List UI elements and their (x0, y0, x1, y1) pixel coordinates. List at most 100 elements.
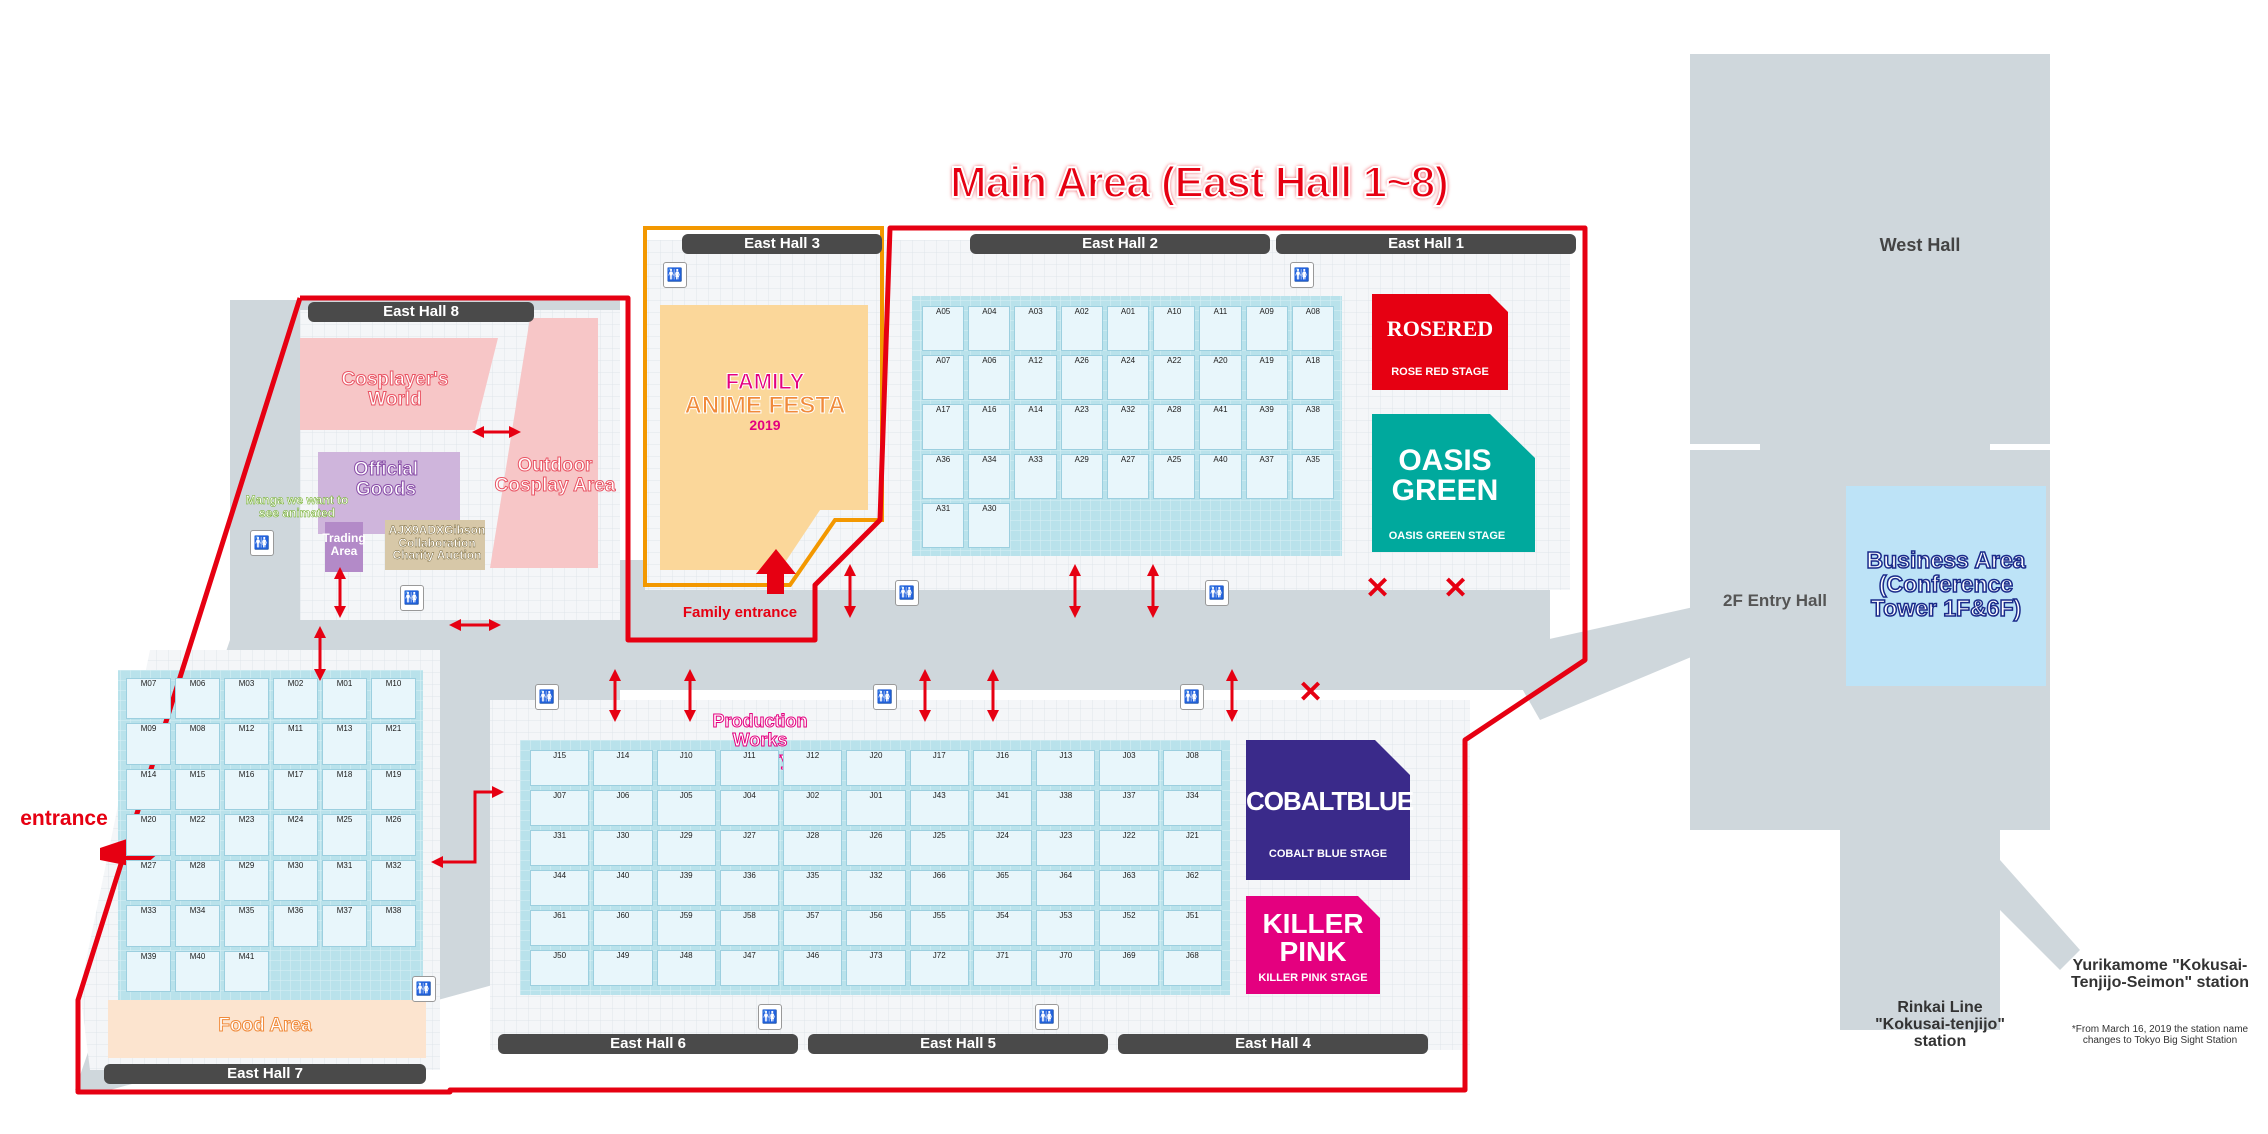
restroom-icon: 🚻 (400, 585, 424, 611)
booth-j57: J57 (783, 910, 843, 946)
booth-j72: J72 (909, 950, 969, 986)
restroom-icon: 🚻 (758, 1004, 782, 1030)
west-hall-label: West Hall (1879, 235, 1961, 255)
booth-a20: A20 (1199, 355, 1242, 401)
rose-red-logo: ROSERED (1386, 316, 1494, 341)
booth-j22: J22 (1099, 830, 1159, 866)
booth-j37: J37 (1099, 790, 1159, 826)
booth-m09: M09 (126, 723, 171, 765)
booth-m35: M35 (224, 905, 269, 947)
booth-j12: J12 (783, 750, 843, 786)
rinkai-station-label: Rinkai Line "Kokusai-tenjijo" station (1875, 999, 2005, 1050)
booth-a35: A35 (1291, 453, 1334, 499)
booth-a36: A36 (922, 453, 965, 499)
booth-m23: M23 (224, 814, 269, 856)
booth-m39: M39 (126, 950, 171, 992)
booth-j05: J05 (656, 790, 716, 826)
booth-j54: J54 (972, 910, 1033, 946)
booth-j70: J70 (1036, 950, 1096, 986)
booth-j60: J60 (593, 910, 653, 946)
booth-a09: A09 (1245, 306, 1288, 352)
food-area-label: Food Area (218, 1015, 312, 1036)
rose-red-caption: ROSE RED STAGE (1391, 366, 1489, 378)
booth-m08: M08 (175, 723, 220, 765)
booth-j24: J24 (972, 830, 1033, 866)
restroom-icon: 🚻 (412, 976, 436, 1002)
booth-m06: M06 (175, 678, 220, 720)
restroom-icon: 🚻 (250, 530, 274, 556)
hall-label-7: East Hall 7 (104, 1064, 426, 1084)
booth-m38: M38 (371, 905, 416, 947)
booth-j27: J27 (719, 830, 780, 866)
booth-j36: J36 (719, 870, 780, 906)
booth-j50: J50 (530, 950, 590, 986)
outdoor-cosplay-label: Outdoor Cosplay Area (494, 455, 616, 496)
killer-pink-caption: KILLER PINK STAGE (1258, 972, 1368, 984)
booth-m10: M10 (371, 678, 416, 720)
booth-j26: J26 (846, 830, 906, 866)
booth-a03: A03 (1014, 306, 1057, 352)
business-area (1846, 486, 2046, 686)
outdoor-cosplay-zone (490, 318, 598, 568)
booth-m32: M32 (371, 859, 416, 902)
booth-j17: J17 (909, 750, 969, 786)
booth-a34: A34 (968, 453, 1011, 499)
booth-m16: M16 (224, 768, 269, 811)
booth-j53: J53 (1036, 910, 1096, 946)
booth-a29: A29 (1060, 453, 1103, 499)
booth-j59: J59 (656, 910, 716, 946)
booth-m01: M01 (322, 678, 367, 720)
booth-a19: A19 (1245, 355, 1288, 401)
booth-m26: M26 (371, 814, 416, 856)
booth-j30: J30 (593, 830, 653, 866)
booth-j03: J03 (1099, 750, 1159, 786)
booth-j69: J69 (1099, 950, 1159, 986)
hall-label-5: East Hall 5 (808, 1034, 1108, 1054)
booth-j51: J51 (1162, 910, 1222, 946)
booth-j39: J39 (656, 870, 716, 906)
killer-pink-logo: KILLER PINK (1262, 908, 1364, 967)
booth-j52: J52 (1099, 910, 1159, 946)
booth-j71: J71 (972, 950, 1033, 986)
booth-j31: J31 (530, 830, 590, 866)
rose-red-stage (1372, 294, 1508, 390)
restroom-icon: 🚻 (895, 580, 919, 606)
booth-j29: J29 (656, 830, 716, 866)
booth-j56: J56 (846, 910, 906, 946)
booth-m37: M37 (322, 905, 367, 947)
booth-a14: A14 (1014, 404, 1057, 450)
booth-j61: J61 (530, 910, 590, 946)
hall-label-8: East Hall 8 (308, 302, 534, 322)
booth-a37: A37 (1245, 453, 1288, 499)
booth-j40: J40 (593, 870, 653, 906)
booth-j55: J55 (909, 910, 969, 946)
booth-m18: M18 (322, 768, 367, 811)
booth-a02: A02 (1060, 306, 1103, 352)
booth-a22: A22 (1153, 355, 1196, 401)
booth-a11: A11 (1199, 306, 1242, 352)
booth-m11: M11 (273, 723, 318, 765)
booth-j46: J46 (783, 950, 843, 986)
booth-a39: A39 (1245, 404, 1288, 450)
booth-a38: A38 (1291, 404, 1334, 450)
booth-m15: M15 (175, 768, 220, 811)
booth-a27: A27 (1106, 453, 1150, 499)
booth-j73: J73 (846, 950, 906, 986)
official-goods-label: Official Goods (353, 459, 419, 500)
food-area-zone (108, 1000, 426, 1058)
booth-a28: A28 (1153, 404, 1196, 450)
booth-a31: A31 (922, 502, 965, 548)
booth-m30: M30 (273, 859, 318, 902)
killer-pink-stage (1246, 896, 1380, 994)
booth-m41: M41 (224, 950, 269, 992)
booth-j38: J38 (1036, 790, 1096, 826)
hall-label-2: East Hall 2 (970, 234, 1270, 254)
booth-a33: A33 (1014, 453, 1057, 499)
hall-label-4: East Hall 4 (1118, 1034, 1428, 1054)
booth-j62: J62 (1162, 870, 1222, 906)
booth-j07: J07 (530, 790, 590, 826)
family-area-border (643, 226, 884, 587)
booth-j02: J02 (783, 790, 843, 826)
booth-a04: A04 (968, 306, 1011, 352)
booth-a24: A24 (1106, 355, 1150, 401)
